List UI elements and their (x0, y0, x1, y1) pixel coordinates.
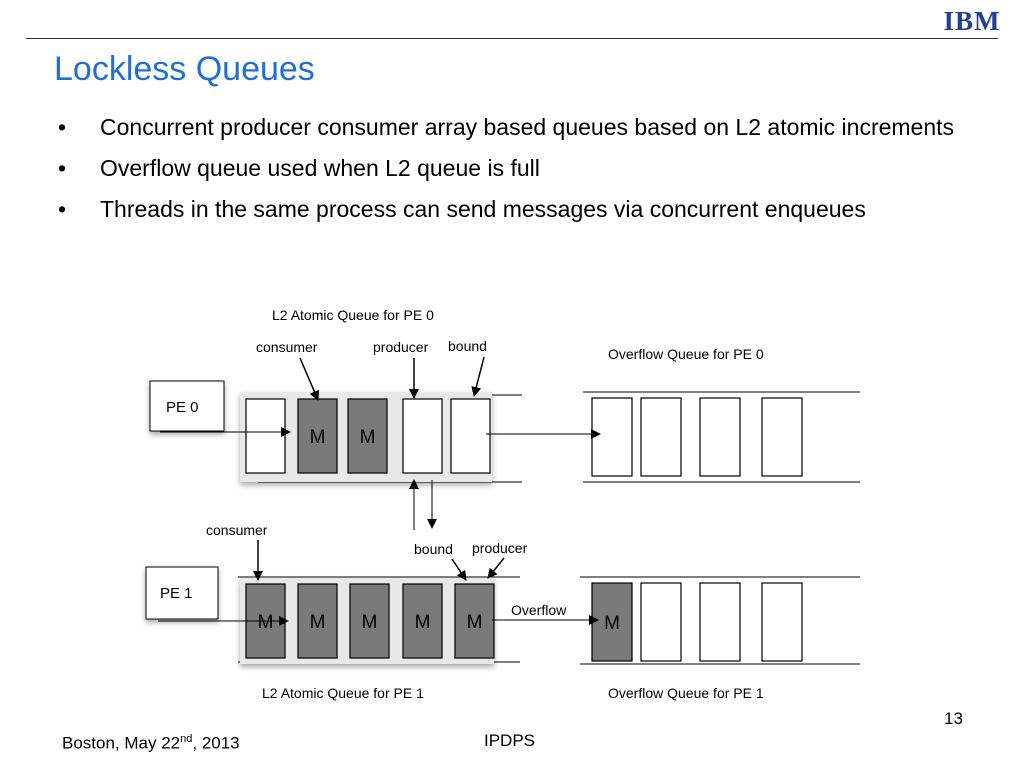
bullet-text: Concurrent producer consumer array based… (100, 114, 955, 140)
pe0-box (149, 380, 225, 432)
pe1-label: PE 1 (160, 585, 193, 602)
overflow-queue-pe0-label: Overflow Queue for PE 0 (608, 346, 764, 362)
producer-pe0-label: producer (373, 339, 429, 355)
consumer-pe1-label: consumer (206, 522, 268, 538)
queue-slot-empty (699, 397, 741, 477)
queue-slot-empty (591, 397, 633, 477)
footer-conference: IPDPS (484, 731, 536, 750)
message-label: M (362, 612, 378, 633)
queue-slot-filled (347, 398, 388, 474)
header-divider (26, 38, 998, 39)
pe1-box (145, 566, 219, 620)
queue-slot-filled (297, 583, 338, 659)
queue-slot-empty (640, 582, 682, 662)
queue-slot-empty (245, 398, 286, 474)
pe0-label: PE 0 (166, 399, 199, 416)
message-label: M (360, 427, 376, 448)
queue-slot-empty (761, 582, 803, 662)
bullet-icon: • (58, 196, 67, 222)
consumer-pe0-label: consumer (256, 339, 318, 355)
bound-pe0-arrow (471, 356, 485, 397)
bound-pe1-arrow (451, 558, 467, 581)
bullet-item: • Overflow queue used when L2 queue is fu… (58, 153, 958, 184)
queue-slot-empty (450, 398, 491, 474)
bullet-item: • Threads in the same process can send me… (58, 194, 958, 225)
queue-slot-empty (640, 397, 682, 477)
l2-queue-pe0-label: L2 Atomic Queue for PE 0 (272, 307, 434, 323)
queue-slot-filled (349, 583, 390, 659)
bound-pe1-label: bound (414, 541, 453, 557)
slide-title: Lockless Queues (54, 50, 315, 88)
footer-location: Boston, May 22nd, 2013 (62, 733, 240, 753)
message-label: M (310, 427, 326, 448)
overflow-pe1-slots: M (591, 582, 803, 662)
producer-pe1-arrow (487, 557, 505, 579)
bullet-icon: • (58, 155, 67, 181)
bullet-item: • Concurrent producer consumer array base… (58, 112, 958, 143)
bullet-list: • Concurrent producer consumer array base… (58, 112, 958, 235)
overflow-queue-pe1-label: Overflow Queue for PE 1 (608, 685, 764, 701)
l2-queue-pe1-label: L2 Atomic Queue for PE 1 (262, 685, 424, 701)
queue-slot-filled (454, 583, 495, 659)
queue-slot-empty (761, 397, 803, 477)
message-label: M (604, 613, 620, 634)
queue-slot-empty (699, 582, 741, 662)
message-label: M (467, 612, 483, 633)
consumer-pe0-arrow (299, 357, 320, 401)
message-label: M (258, 612, 274, 633)
producer-pe1-label: producer (472, 540, 528, 556)
overflow-arrow-label: Overflow (511, 602, 567, 618)
bullet-icon: • (58, 114, 67, 140)
queue-slot-filled (402, 583, 443, 659)
message-label: M (310, 612, 326, 633)
bullet-text: Overflow queue used when L2 queue is ful… (100, 155, 540, 181)
message-label: M (415, 612, 431, 633)
bullet-text: Threads in the same process can send mes… (100, 196, 866, 222)
overflow-pe0-slots (591, 397, 803, 477)
page-number: 13 (944, 709, 963, 728)
queue-slot-empty (402, 398, 443, 474)
ibm-logo: IBM (936, 6, 1008, 36)
bound-pe0-label: bound (448, 338, 487, 354)
queue-slot-filled (297, 398, 338, 474)
